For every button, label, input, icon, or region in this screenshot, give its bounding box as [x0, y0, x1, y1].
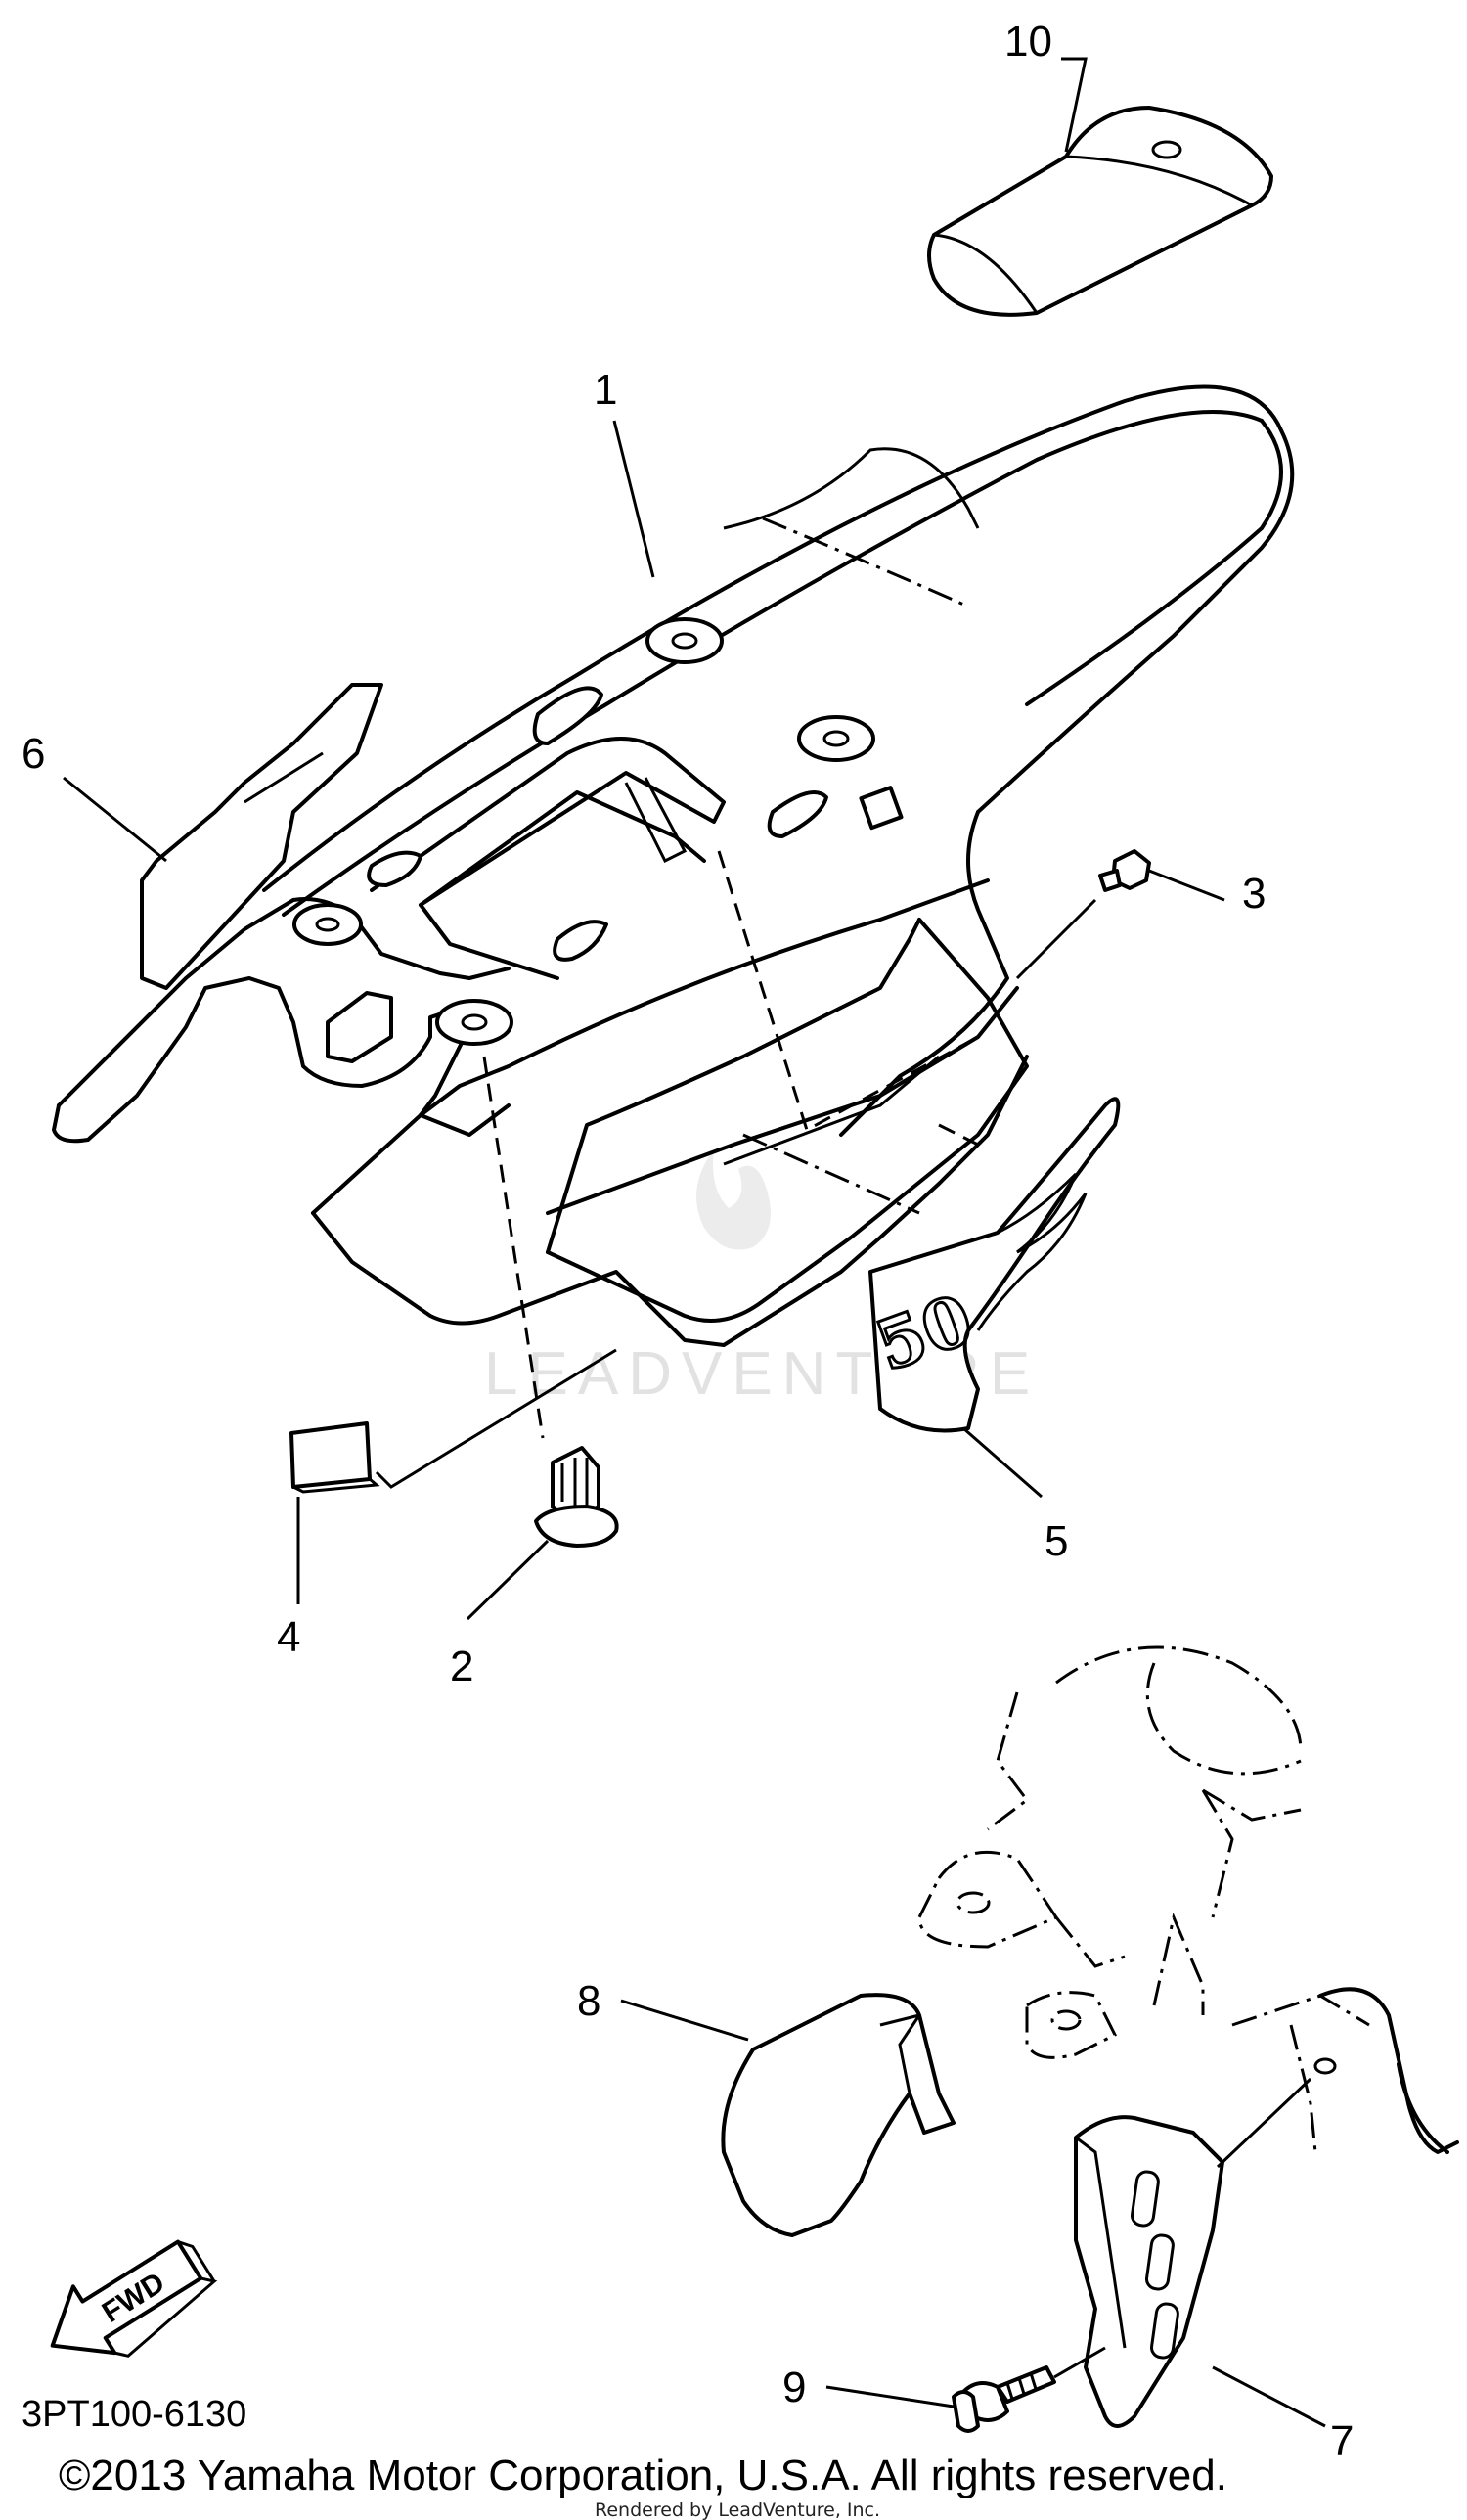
- part-3-screw: [1098, 849, 1151, 892]
- part-2-bolt: [482, 1056, 619, 1548]
- part-1-rear-fender: [52, 384, 1295, 1347]
- callout-8: 8: [577, 1977, 600, 2025]
- grommet-1: [645, 617, 724, 664]
- grommet-3: [292, 903, 363, 946]
- leader-lines: [63, 57, 1326, 2428]
- part-8-guard: [721, 1993, 956, 2237]
- grommet-2: [797, 715, 875, 762]
- part-7-side-cover: [1074, 2077, 1312, 2428]
- part-5-decal: 50: [865, 1097, 1121, 1433]
- copyright-text: ©2013 Yamaha Motor Corporation, U.S.A. A…: [59, 2452, 1227, 2499]
- callout-4: 4: [277, 1613, 300, 1661]
- part-4-reflector: [289, 1348, 617, 1494]
- callouts: 10 1 3 6 4 2 5 8 9 7: [22, 18, 1354, 2465]
- callout-7: 7: [1330, 2417, 1354, 2465]
- diagram-code: 3PT100-6130: [22, 2394, 246, 2435]
- callout-10: 10: [1004, 18, 1052, 66]
- part-10-seat-pad: [927, 106, 1273, 317]
- part-9-screw: [952, 2346, 1106, 2433]
- callout-5: 5: [1045, 1517, 1068, 1565]
- grommet-4: [435, 999, 513, 1046]
- callout-6: 6: [22, 730, 45, 778]
- callout-2: 2: [450, 1642, 473, 1690]
- part-6-mud-flap: [140, 683, 383, 990]
- fwd-arrow: FWD: [50, 2239, 218, 2358]
- callout-9: 9: [782, 2363, 806, 2411]
- rendered-by-text: Rendered by LeadVenture, Inc.: [595, 2499, 880, 2520]
- frame-outline: [917, 1645, 1459, 2154]
- callout-3: 3: [1242, 870, 1266, 918]
- callout-1: 1: [594, 366, 617, 414]
